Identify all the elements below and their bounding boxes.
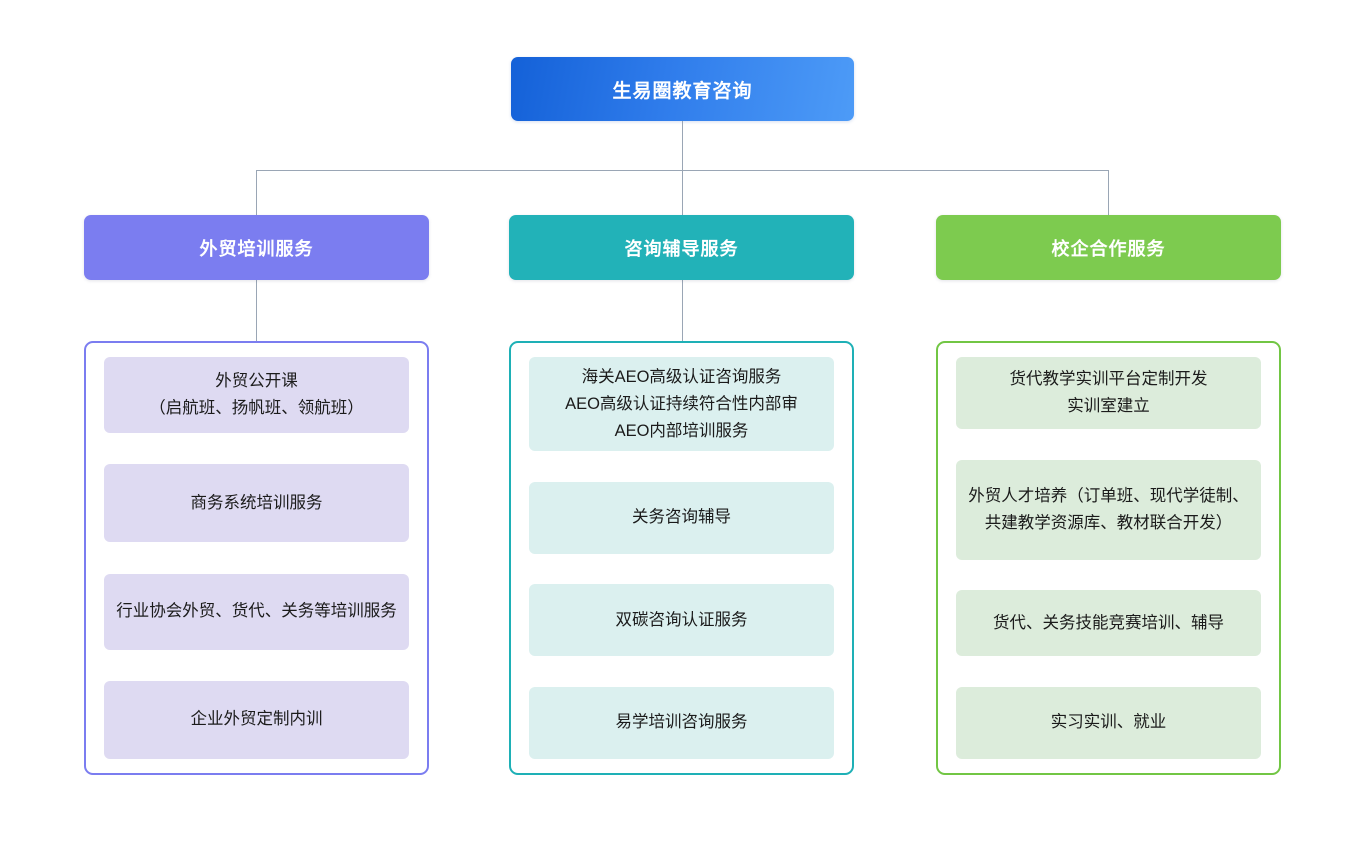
branch-3-item-1[interactable]: 货代教学实训平台定制开发 实训室建立	[956, 357, 1261, 429]
branch-3-item-3[interactable]: 货代、关务技能竞赛培训、辅导	[956, 590, 1261, 657]
branch-2-item-2[interactable]: 关务咨询辅导	[529, 481, 834, 554]
branch-1-item-1[interactable]: 外贸公开课 （启航班、扬帆班、领航班）	[104, 357, 409, 433]
branch-2-item-1[interactable]: 海关AEO高级认证咨询服务 AEO高级认证持续符合性内部审 AEO内部培训服务	[529, 357, 834, 451]
connector-branch-2-to-body	[682, 280, 683, 342]
root-node[interactable]: 生易圈教育咨询	[511, 57, 854, 121]
branch-2-item-4[interactable]: 易学培训咨询服务	[529, 686, 834, 759]
branch-column-3: 校企合作服务 货代教学实训平台定制开发 实训室建立 外贸人才培养（订单班、现代学…	[936, 215, 1281, 775]
connector-drop-branch-1	[256, 170, 257, 216]
branch-column-1: 外贸培训服务 外贸公开课 （启航班、扬帆班、领航班） 商务系统培训服务 行业协会…	[84, 215, 429, 775]
connector-branch-1-to-body	[256, 280, 257, 342]
branch-header-1[interactable]: 外贸培训服务	[84, 215, 429, 280]
branch-1-item-4[interactable]: 企业外贸定制内训	[104, 680, 409, 759]
connector-drop-branch-3	[1108, 170, 1109, 216]
connector-root-stem	[682, 121, 683, 171]
branch-1-item-2[interactable]: 商务系统培训服务	[104, 464, 409, 543]
branch-items-container-3: 货代教学实训平台定制开发 实训室建立 外贸人才培养（订单班、现代学徒制、共建教学…	[936, 341, 1281, 775]
branch-items-container-2: 海关AEO高级认证咨询服务 AEO高级认证持续符合性内部审 AEO内部培训服务 …	[509, 341, 854, 775]
branch-2-item-3[interactable]: 双碳咨询认证服务	[529, 584, 834, 657]
branch-1-item-3[interactable]: 行业协会外贸、货代、关务等培训服务	[104, 573, 409, 650]
branch-column-2: 咨询辅导服务 海关AEO高级认证咨询服务 AEO高级认证持续符合性内部审 AEO…	[509, 215, 854, 775]
connector-drop-branch-2	[682, 170, 683, 216]
branch-3-item-4[interactable]: 实习实训、就业	[956, 686, 1261, 759]
branch-header-3[interactable]: 校企合作服务	[936, 215, 1281, 280]
branch-items-container-1: 外贸公开课 （启航班、扬帆班、领航班） 商务系统培训服务 行业协会外贸、货代、关…	[84, 341, 429, 775]
branch-header-2[interactable]: 咨询辅导服务	[509, 215, 854, 280]
branch-3-item-2[interactable]: 外贸人才培养（订单班、现代学徒制、共建教学资源库、教材联合开发）	[956, 459, 1261, 560]
